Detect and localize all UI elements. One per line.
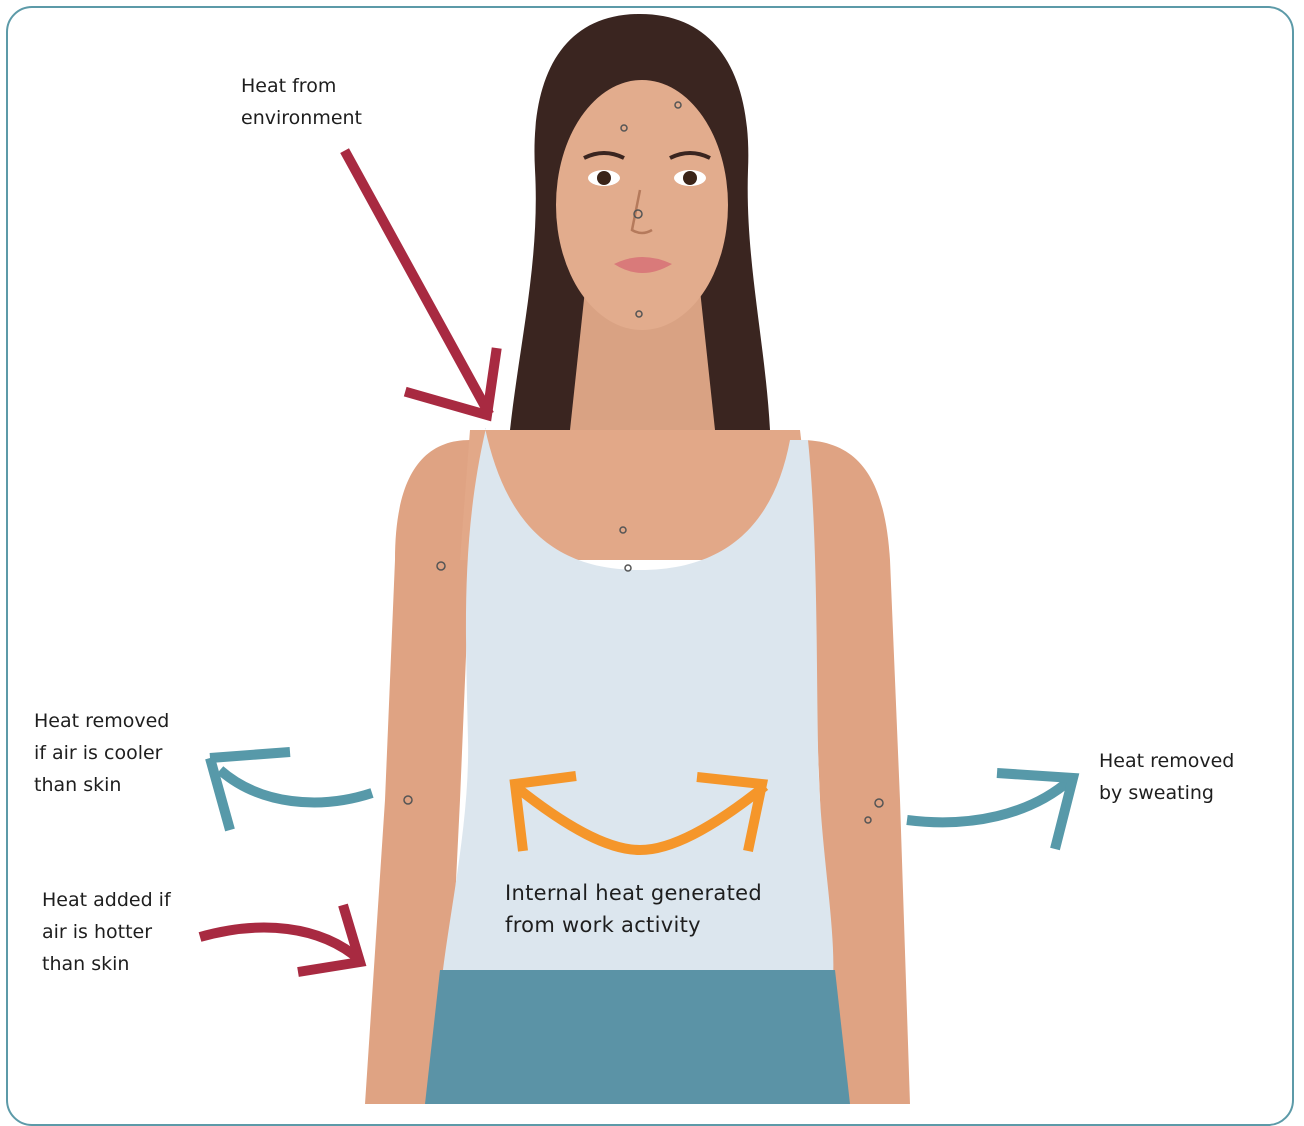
face bbox=[556, 80, 728, 330]
curved-arrow-right-up-icon bbox=[907, 773, 1073, 849]
label-heat-removed-cool-air: Heat removed if air is cooler than skin bbox=[34, 705, 169, 801]
curved-arrow-right-icon bbox=[200, 905, 360, 972]
label-internal-heat: Internal heat generated from work activi… bbox=[505, 877, 762, 941]
label-heat-removed-sweating: Heat removed by sweating bbox=[1099, 745, 1234, 809]
label-heat-from-environment: Heat from environment bbox=[241, 70, 362, 134]
curved-arrow-left-icon bbox=[210, 752, 372, 830]
label-heat-added-hot-air: Heat added if air is hotter than skin bbox=[42, 884, 171, 980]
arrow-down-right-icon bbox=[347, 155, 496, 415]
jeans bbox=[425, 970, 850, 1104]
